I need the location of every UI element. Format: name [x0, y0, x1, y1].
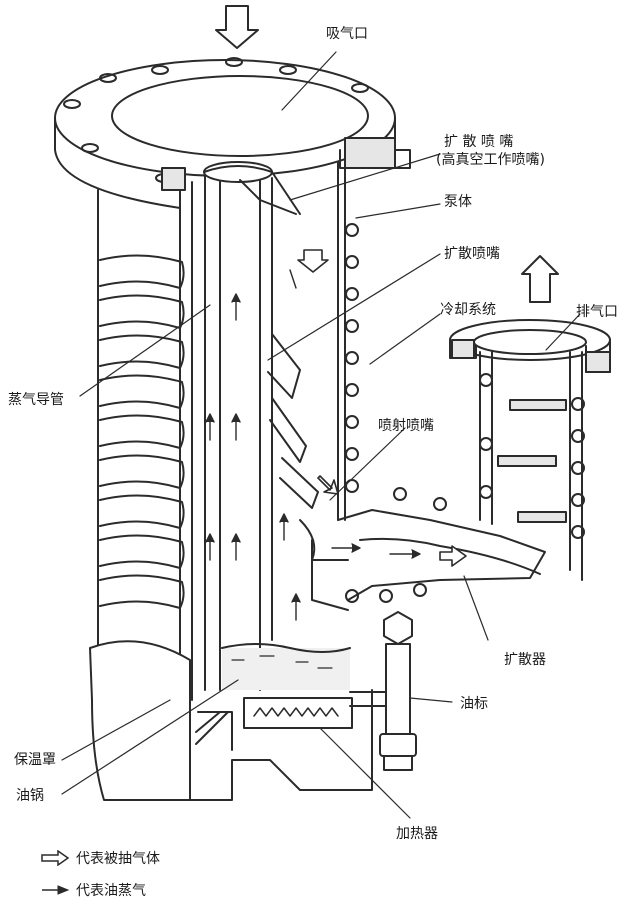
solid-arrow-icon: [42, 885, 70, 895]
inlet-flow-arrow: [215, 5, 259, 49]
legend-oil-vapor: 代表油蒸气: [40, 880, 146, 900]
label-diffusion-nozzle: 扩散喷嘴: [444, 246, 500, 262]
inlet-flange: [54, 57, 411, 209]
exhaust-flow-arrow: [521, 255, 559, 303]
cooling-coils-right: [345, 223, 447, 603]
label-vapor-guide: 蒸气导管: [8, 392, 64, 408]
diffuser-tube: [299, 509, 546, 611]
vapor-flow-arrows: [205, 269, 421, 621]
hollow-arrow-icon: [41, 850, 70, 866]
label-diffuser: 扩散器: [504, 652, 546, 668]
label-oil-gauge: 油标: [460, 696, 488, 712]
label-jet-nozzle: 喷射喷嘴: [378, 418, 434, 434]
nozzle-cones: [203, 165, 319, 509]
heater-element: [243, 697, 353, 729]
label-pump-body: 泵体: [444, 194, 472, 210]
oil-pool: [221, 643, 351, 690]
label-insulation-cover: 保温罩: [14, 752, 56, 768]
label-diffusion-nozzle-hv-2: (高真空工作喷嘴): [436, 152, 545, 168]
label-oil-boiler: 油锅: [16, 788, 44, 804]
gas-flow-arrows: [297, 249, 467, 567]
label-inlet: 吸气口: [326, 26, 368, 42]
exhaust-chamber: [449, 319, 611, 581]
label-exhaust: 排气口: [576, 304, 618, 320]
pump-body-cylinder: [97, 147, 346, 701]
label-diffusion-nozzle-hv-1: 扩 散 喷 嘴: [444, 134, 514, 150]
label-cooling-system: 冷却系统: [440, 302, 496, 318]
vapor-guide-tube: [203, 161, 273, 691]
legend-oil-vapor-text: 代表油蒸气: [76, 883, 146, 899]
leader-lines: [61, 51, 581, 819]
legend-pumped-gas: 代表被抽气体: [40, 848, 160, 868]
oil-gauge-shape: [349, 611, 417, 771]
label-heater: 加热器: [396, 826, 438, 842]
cooling-coils-left: [99, 254, 185, 609]
legend-pumped-gas-text: 代表被抽气体: [76, 851, 160, 867]
